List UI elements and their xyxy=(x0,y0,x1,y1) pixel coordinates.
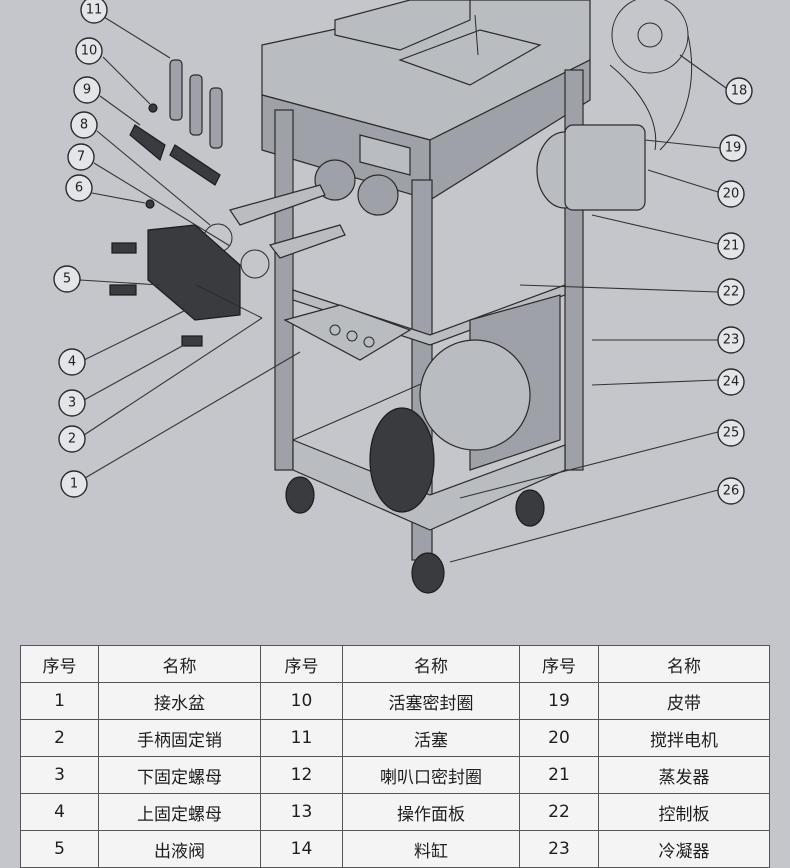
table-cell: 4 xyxy=(20,793,99,831)
svg-text:2: 2 xyxy=(68,432,76,447)
table-cell: 2 xyxy=(20,719,99,757)
svg-text:1: 1 xyxy=(70,477,78,492)
callout-25: 25 xyxy=(717,419,745,447)
callout-18: 18 xyxy=(725,77,753,105)
callout-8: 8 xyxy=(70,111,98,139)
table-cell: 21 xyxy=(519,756,599,794)
svg-text:3: 3 xyxy=(68,396,76,411)
table-cell: 操作面板 xyxy=(342,793,520,831)
table-cell: 下固定螺母 xyxy=(98,756,261,794)
table-cell: 10 xyxy=(260,682,343,720)
callout-6: 6 xyxy=(65,174,93,202)
table-cell: 喇叭口密封圈 xyxy=(342,756,520,794)
header-name-1: 名称 xyxy=(98,645,261,683)
exploded-parts xyxy=(109,59,346,347)
table-cell: 20 xyxy=(519,719,599,757)
callout-5: 5 xyxy=(53,265,81,293)
table-row: 4 上固定螺母 13 操作面板 22 控制板 xyxy=(20,793,770,831)
callout-10: 10 xyxy=(75,37,103,65)
svg-text:19: 19 xyxy=(725,141,742,156)
table-cell: 出液阀 xyxy=(98,830,261,868)
callout-21: 21 xyxy=(717,232,745,260)
svg-text:26: 26 xyxy=(723,484,740,499)
svg-text:24: 24 xyxy=(723,375,740,390)
table-cell: 皮带 xyxy=(598,682,770,720)
svg-text:20: 20 xyxy=(723,187,740,202)
svg-text:10: 10 xyxy=(81,44,98,59)
exploded-machine-diagram: 11 10 9 8 7 6 5 4 3 2 1 18 19 20 21 22 2… xyxy=(53,0,753,594)
callout-23: 23 xyxy=(717,326,745,354)
table-cell: 活塞 xyxy=(342,719,520,757)
table-row: 2 手柄固定销 11 活塞 20 搅拌电机 xyxy=(20,719,770,757)
table-cell: 手柄固定销 xyxy=(98,719,261,757)
table-cell: 1 xyxy=(20,682,99,720)
table-cell: 19 xyxy=(519,682,599,720)
svg-text:18: 18 xyxy=(731,84,748,99)
svg-text:7: 7 xyxy=(77,150,85,165)
callout-20: 20 xyxy=(717,180,745,208)
table-cell: 蒸发器 xyxy=(598,756,770,794)
callout-9: 9 xyxy=(73,76,101,104)
callout-19: 19 xyxy=(719,134,747,162)
table-cell: 13 xyxy=(260,793,343,831)
table-cell: 22 xyxy=(519,793,599,831)
table-row: 1 接水盆 10 活塞密封圈 19 皮带 xyxy=(20,682,770,720)
svg-text:5: 5 xyxy=(63,272,71,287)
table-cell: 上固定螺母 xyxy=(98,793,261,831)
svg-text:8: 8 xyxy=(80,118,88,133)
callout-7: 7 xyxy=(67,143,95,171)
table-cell: 5 xyxy=(20,830,99,868)
callout-3: 3 xyxy=(58,389,86,417)
header-seq-2: 序号 xyxy=(260,645,343,683)
table-row: 5 出液阀 14 料缸 23 冷凝器 xyxy=(20,830,770,868)
callout-11: 11 xyxy=(80,0,108,24)
callout-1: 1 xyxy=(60,470,88,498)
svg-text:22: 22 xyxy=(723,285,740,300)
svg-text:6: 6 xyxy=(75,181,83,196)
callout-26: 26 xyxy=(717,477,745,505)
svg-text:11: 11 xyxy=(86,3,103,18)
callout-24: 24 xyxy=(717,368,745,396)
table-cell: 控制板 xyxy=(598,793,770,831)
callout-4: 4 xyxy=(58,348,86,376)
table-cell: 14 xyxy=(260,830,343,868)
svg-text:9: 9 xyxy=(83,83,91,98)
table-row: 3 下固定螺母 12 喇叭口密封圈 21 蒸发器 xyxy=(20,756,770,794)
parts-table: 序号 名称 序号 名称 序号 名称 1 接水盆 10 活塞密封圈 19 皮带 2… xyxy=(20,645,770,868)
header-seq-1: 序号 xyxy=(20,645,99,683)
header-seq-3: 序号 xyxy=(519,645,599,683)
callout-22: 22 xyxy=(717,278,745,306)
callout-2: 2 xyxy=(58,425,86,453)
table-header-row: 序号 名称 序号 名称 序号 名称 xyxy=(20,645,770,683)
svg-text:4: 4 xyxy=(68,355,76,370)
header-name-2: 名称 xyxy=(342,645,520,683)
table-cell: 23 xyxy=(519,830,599,868)
machine-frame xyxy=(261,0,692,594)
table-cell: 搅拌电机 xyxy=(598,719,770,757)
svg-text:21: 21 xyxy=(723,239,740,254)
table-cell: 料缸 xyxy=(342,830,520,868)
svg-text:25: 25 xyxy=(723,426,740,441)
table-cell: 3 xyxy=(20,756,99,794)
svg-text:23: 23 xyxy=(723,333,740,348)
table-cell: 冷凝器 xyxy=(598,830,770,868)
table-cell: 接水盆 xyxy=(98,682,261,720)
table-cell: 12 xyxy=(260,756,343,794)
header-name-3: 名称 xyxy=(598,645,770,683)
leader-lines xyxy=(79,16,727,563)
table-cell: 11 xyxy=(260,719,343,757)
table-cell: 活塞密封圈 xyxy=(342,682,520,720)
